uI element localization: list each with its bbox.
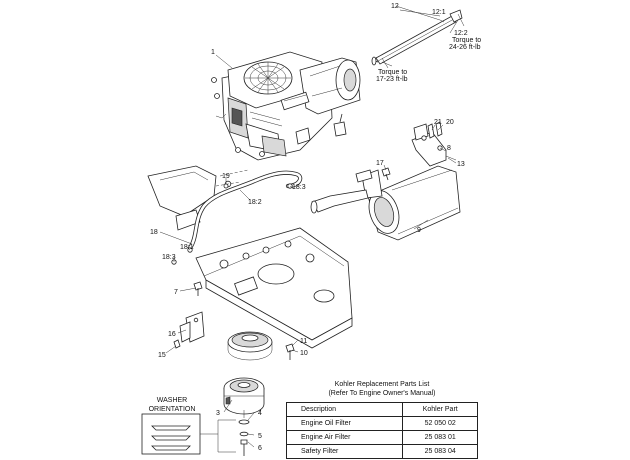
washer-orientation-detail: [141, 413, 236, 455]
callout-12-1: 12:1: [432, 9, 446, 16]
header-description: Description: [285, 402, 404, 417]
table-row: Safety Filter 25 083 04: [285, 444, 478, 459]
callout-17: 17: [376, 160, 384, 167]
row-part-number: 25 083 01: [402, 430, 478, 445]
callout-18-2: 18:2: [248, 199, 262, 206]
table-header-row: Description Kohler Part: [285, 402, 478, 417]
row-description: Safety Filter: [285, 444, 404, 459]
callout-18-3-lower: 18:3: [162, 254, 176, 261]
table-row: Engine Air Filter 25 083 01: [285, 430, 478, 445]
hose-guard: [147, 165, 249, 231]
callout-15: 15: [158, 352, 166, 359]
callout-3: 3: [216, 410, 220, 417]
muffler: [310, 165, 461, 241]
callout-13: 13: [457, 161, 465, 168]
callout-9: 9: [417, 227, 421, 234]
torque-note-lower-line2: 17-23 ft-lb: [376, 76, 408, 83]
callout-18-3-upper: 18:3: [292, 184, 306, 191]
callout-19: 19: [222, 173, 230, 180]
kohler-parts-table: Description Kohler Part Engine Oil Filte…: [285, 402, 478, 459]
callout-12-2: 12:2: [454, 30, 468, 37]
washer-stack: [238, 410, 250, 456]
header-kohler-part: Kohler Part: [402, 402, 478, 417]
row-description: Engine Air Filter: [285, 430, 404, 445]
callout-21: 21: [434, 119, 442, 126]
kohler-title-line2: (Refer To Engine Owner's Manual): [328, 390, 436, 397]
callout-6: 6: [258, 445, 262, 452]
row-part-number: 52 050 02: [402, 416, 478, 431]
pulley: [227, 331, 273, 361]
callout-18-1: 18:1: [180, 244, 194, 251]
electric-clutch: [223, 377, 265, 415]
washer-orientation-title: WASHER ORIENTATION: [134, 396, 210, 414]
callout-4: 4: [258, 410, 262, 417]
row-description: Engine Oil Filter: [285, 416, 404, 431]
muffler-bracket: [411, 121, 457, 167]
leader-lines: [159, 9, 459, 448]
callout-8: 8: [447, 145, 451, 152]
engine-deck: [195, 227, 353, 349]
callout-1: 1: [211, 49, 215, 56]
drive-shaft: [371, 5, 465, 69]
callout-11: 11: [300, 338, 307, 345]
callout-20: 20: [446, 119, 454, 126]
callout-18: 18: [150, 229, 158, 236]
callout-7: 7: [174, 289, 178, 296]
torque-note-upper-line2: 24-26 ft-lb: [449, 44, 481, 51]
callout-10: 10: [300, 350, 308, 357]
torque-note-upper-line1: Torque to: [452, 37, 481, 44]
table-row: Engine Oil Filter 52 050 02: [285, 416, 478, 431]
callout-12: 12: [391, 3, 399, 10]
callout-5: 5: [258, 433, 262, 440]
engine: [211, 51, 361, 161]
kohler-table-title: Kohler Replacement Parts List (Refer To …: [286, 380, 478, 398]
bracket-16: [173, 311, 205, 349]
row-part-number: 25 083 04: [402, 444, 478, 459]
callout-16: 16: [168, 331, 176, 338]
kohler-title-line1: Kohler Replacement Parts List: [334, 381, 430, 388]
callout-labels: 1 12 12:1 12:2 Torque to 24-26 ft-lb Tor…: [150, 3, 481, 452]
washer-title-line2: ORIENTATION: [148, 406, 196, 413]
torque-note-lower-line1: Torque to: [378, 69, 407, 76]
bolts: [193, 167, 391, 360]
washer-title-line1: WASHER: [156, 397, 188, 404]
